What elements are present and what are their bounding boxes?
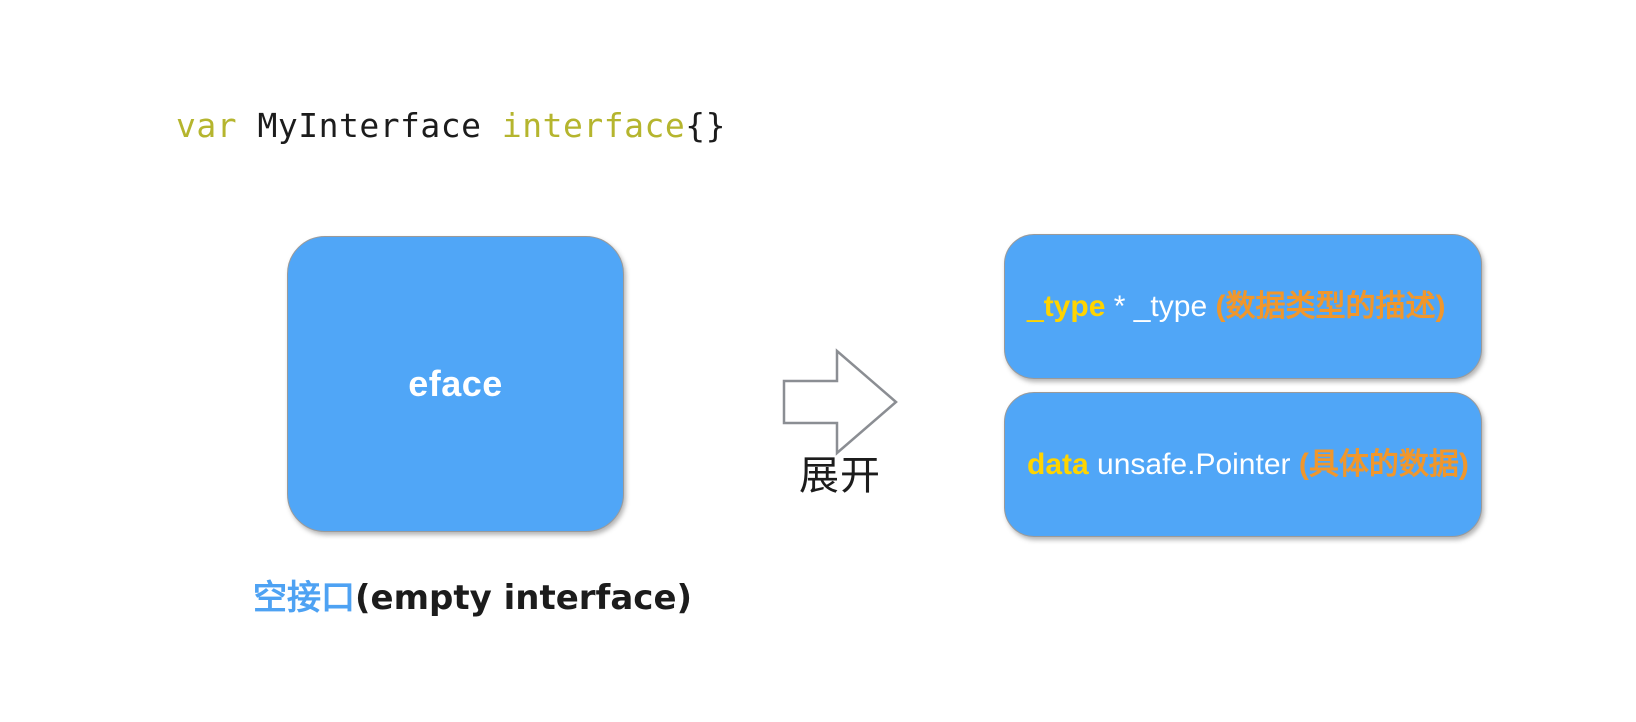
code-keyword-interface: interface	[501, 106, 686, 145]
eface-box-label: eface	[408, 363, 503, 404]
data-field-note: (具体的数据)	[1298, 447, 1469, 481]
data-field-value: unsafe.Pointer	[1097, 447, 1291, 481]
data-field-key: data	[1027, 447, 1089, 481]
type-field-separator: *	[1105, 289, 1134, 323]
code-declaration-line: var MyInterface interface{}	[176, 104, 726, 148]
expand-arrow-label: 展开	[799, 453, 881, 499]
code-keyword-var: var	[176, 106, 238, 145]
type-field-value: _type	[1133, 289, 1208, 323]
type-field-key: type	[1043, 289, 1106, 323]
eface-caption: 空接口(empty interface)	[253, 570, 692, 619]
type-field-box: _type * _type (数据类型的描述)	[1004, 234, 1482, 379]
code-braces: {}	[685, 106, 726, 145]
code-identifier: MyInterface	[257, 106, 482, 145]
caption-english: (empty interface)	[355, 578, 693, 618]
type-field-note: (数据类型的描述)	[1215, 289, 1446, 323]
expand-arrow-icon	[782, 348, 898, 456]
type-field-row: _type * _type (数据类型的描述)	[1027, 289, 1445, 325]
code-space-1	[237, 106, 257, 145]
code-space-2	[482, 106, 502, 145]
type-field-underscore: _	[1027, 289, 1044, 323]
data-field-box: data unsafe.Pointer (具体的数据)	[1004, 392, 1482, 537]
caption-chinese: 空接口	[253, 578, 355, 618]
data-field-row: data unsafe.Pointer (具体的数据)	[1027, 447, 1469, 483]
data-field-separator	[1089, 448, 1097, 481]
eface-box: eface	[287, 236, 624, 532]
